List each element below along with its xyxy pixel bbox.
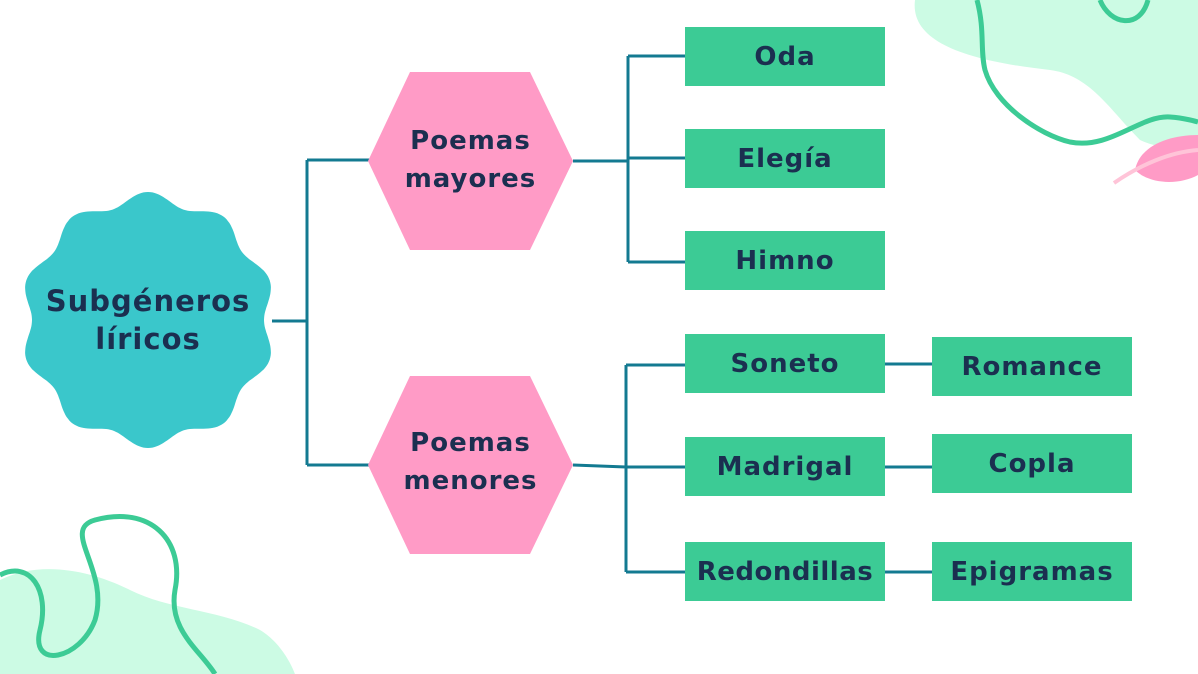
branch-label-line1: Poemas: [410, 126, 531, 156]
branch-label-line2: menores: [403, 466, 538, 496]
root-label-line2: líricos: [95, 322, 201, 356]
node-label: Epigramas: [950, 556, 1114, 587]
leaf-stem: [1112, 148, 1198, 185]
node-oda: Oda: [685, 27, 885, 86]
node-label: Soneto: [730, 348, 840, 379]
hexagon-poemas-menores: [368, 376, 573, 554]
node-label: Himno: [735, 245, 835, 276]
node-epigramas: Epigramas: [932, 542, 1132, 601]
connector-lines: [272, 54, 932, 574]
mint-blob-bottom-left: [0, 569, 295, 674]
node-himno: Himno: [685, 231, 885, 290]
branch-label-line1: Poemas: [410, 428, 531, 458]
pink-leaf-icon: [1135, 135, 1198, 182]
branch-poemas-menores: Poemas menores: [368, 422, 573, 502]
green-squiggle-bottom-left: [0, 514, 218, 674]
green-loop-top-right: [1097, 0, 1151, 24]
node-madrigal: Madrigal: [685, 437, 885, 496]
node-romance: Romance: [932, 337, 1132, 396]
root-wavy-circle: [25, 192, 271, 448]
node-label: Elegía: [737, 143, 833, 174]
node-label: Redondillas: [696, 556, 874, 587]
node-label: Oda: [754, 41, 816, 72]
node-copla: Copla: [932, 434, 1132, 493]
root-label-line1: Subgéneros: [45, 284, 251, 318]
hexagon-poemas-mayores: [368, 72, 573, 250]
node-label: Madrigal: [716, 451, 854, 482]
node-label: Romance: [961, 351, 1103, 382]
mint-blob-top-right: [914, 0, 1198, 150]
branch-label-line2: mayores: [404, 164, 537, 194]
node-soneto: Soneto: [685, 334, 885, 393]
green-squiggle-top-right: [974, 0, 1198, 146]
node-redondillas: Redondillas: [685, 542, 885, 601]
branch-poemas-mayores: Poemas mayores: [368, 120, 573, 200]
root-node: Subgéneros líricos: [20, 270, 276, 370]
node-label: Copla: [988, 448, 1076, 479]
node-elegia: Elegía: [685, 129, 885, 188]
